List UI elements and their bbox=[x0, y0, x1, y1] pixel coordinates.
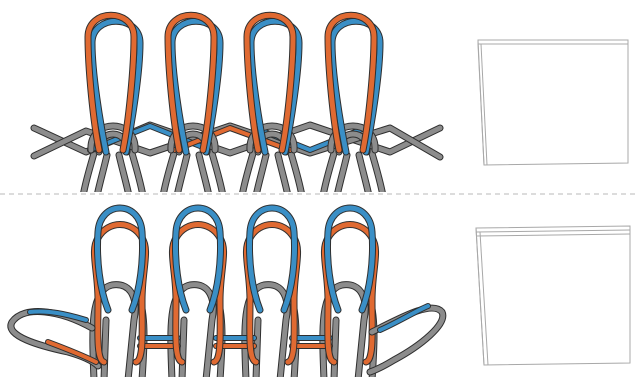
bottom-orange-loop bbox=[91, 222, 149, 365]
bottom-orange-loop bbox=[169, 222, 227, 365]
top-gray-leg bbox=[275, 152, 290, 192]
top-gray-ring bbox=[88, 123, 138, 153]
top-gray-leg bbox=[81, 147, 98, 192]
top-gray-leg bbox=[175, 152, 190, 192]
top-gray-leg bbox=[95, 152, 110, 192]
top-orange-loop bbox=[325, 12, 377, 153]
top-gray-leg bbox=[116, 152, 131, 192]
bottom-blue-loop bbox=[247, 205, 297, 313]
top-colored-loops bbox=[84, 11, 384, 156]
top-gray-ring bbox=[247, 123, 297, 153]
top-blue-loop bbox=[248, 18, 302, 155]
bottom-gray-leg bbox=[253, 317, 261, 377]
bottom-knit-panel bbox=[7, 204, 447, 377]
bottom-colored-loops bbox=[90, 204, 380, 366]
top-gray-leg bbox=[356, 152, 371, 192]
top-knit-panel bbox=[30, 11, 444, 192]
top-orange-loop bbox=[165, 12, 217, 153]
top-gray-leg bbox=[128, 147, 145, 192]
top-gray-leg bbox=[240, 147, 257, 192]
top-gray-leg bbox=[287, 147, 304, 192]
bottom-fabric-sheet bbox=[475, 225, 631, 366]
bottom-left-side-blue bbox=[28, 309, 88, 322]
bottom-right-side-blue bbox=[378, 304, 430, 332]
bottom-gray-leg bbox=[331, 317, 339, 377]
top-gray-leg bbox=[196, 152, 211, 192]
bottom-blue-loop bbox=[173, 205, 223, 313]
bottom-orange-loop bbox=[243, 222, 301, 365]
bottom-left-side-orange bbox=[46, 340, 98, 364]
bottom-gray-leg bbox=[179, 317, 187, 377]
top-orange-loop bbox=[85, 12, 137, 153]
top-gray-leg bbox=[254, 152, 269, 192]
top-gray-loop-legs bbox=[80, 146, 386, 192]
bottom-orange-loop bbox=[321, 222, 379, 365]
top-fabric-sheet bbox=[477, 39, 629, 166]
top-gray-leg bbox=[321, 147, 338, 192]
top-gray-ring bbox=[328, 123, 378, 153]
top-blue-loop bbox=[89, 18, 143, 155]
bottom-gray-leg bbox=[101, 317, 109, 377]
bottom-blue-loop bbox=[325, 205, 375, 313]
top-blue-loop bbox=[169, 18, 223, 155]
top-blue-loop bbox=[329, 18, 383, 155]
top-gray-leg bbox=[208, 147, 225, 192]
bottom-blue-loop bbox=[95, 205, 145, 313]
top-cross-orange bbox=[173, 126, 292, 152]
top-gray-ring bbox=[168, 123, 218, 153]
top-gray-leg bbox=[368, 147, 385, 192]
top-gray-leg bbox=[161, 147, 178, 192]
top-cross-yarn-a bbox=[31, 122, 443, 156]
top-orange-loop bbox=[244, 12, 296, 153]
bottom-side-loops bbox=[7, 303, 447, 376]
top-gray-leg bbox=[335, 152, 350, 192]
